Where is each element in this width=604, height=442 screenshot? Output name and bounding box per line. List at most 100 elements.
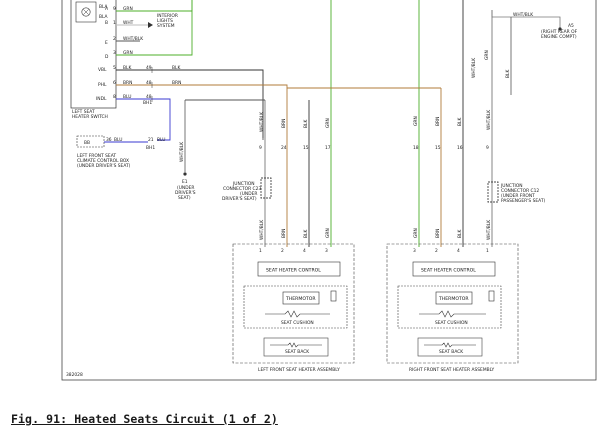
left-column-labels: WHT/BLK BRN BLK GRN 9 24 15 17 WHT/BLK B… <box>259 112 331 254</box>
splice-label-brn: BRN <box>172 80 181 86</box>
right-col-label-4: WHT/BLK <box>486 110 492 130</box>
climate-box-title-1: LEFT FRONT SEAT <box>77 153 116 159</box>
right-bottom-pin-1: 3 <box>413 248 416 254</box>
left-assembly-outline <box>232 243 355 364</box>
jc-left-line-2: CONNECTOR C23 <box>223 186 261 192</box>
left-junction-label: JUNCTION CONNECTOR C23 (UNDER DRIVER'S S… <box>222 181 261 202</box>
right-col-label-1: GRN <box>413 116 419 126</box>
switch-pin-label-phl: PHL <box>98 82 107 88</box>
left-ground-line-3: SEAT) <box>178 195 191 201</box>
connector-tag-blk: 49 <box>146 65 152 71</box>
right-thermo-box <box>435 291 473 305</box>
right-top-wire <box>491 10 561 28</box>
right-thermo-element <box>488 290 495 302</box>
interior-lights-label: INTERIOR LIGHTS SYSTEM <box>157 13 178 29</box>
left-col-label-2: BRN <box>281 119 287 128</box>
right-top-wire-label: WHT/BLK <box>513 12 533 18</box>
left-columns <box>185 0 332 247</box>
left-col-label-1: WHT/BLK <box>259 112 265 132</box>
right-lower-label-1: GRN <box>413 228 419 238</box>
switch-pin-color-6: BRN <box>123 80 132 86</box>
right-junction-box <box>487 181 499 203</box>
right-cushion-box <box>397 285 502 329</box>
right-top-ground-line-1: (RIGHT REAR OF <box>541 29 578 35</box>
left-ground-line-1: (UNDER <box>177 185 194 191</box>
jc-right-line-2: CONNECTOR C12 <box>501 188 539 194</box>
right-back-label: SEAT BACK <box>439 349 463 355</box>
climate-box-color: BLU <box>114 137 122 143</box>
left-thermo-box <box>282 291 320 305</box>
left-assembly-title: LEFT FRONT SEAT HEATER ASSEMBLY <box>258 367 340 373</box>
left-junction-box <box>260 177 272 199</box>
figure-caption: Fig. 91: Heated Seats Circuit (1 of 2) <box>11 412 278 426</box>
right-top-ground: WHT/BLK A5 (RIGHT REAR OF ENGINE COMPT) … <box>471 10 578 95</box>
switch-wires <box>116 0 288 141</box>
left-mid-pin-1: 9 <box>259 145 262 151</box>
switch-pin-color-3: GRN <box>123 50 133 56</box>
switch-pin-num-3: 3 <box>113 50 116 56</box>
climate-box-color2: BLU <box>157 137 165 143</box>
switch-pin-label-vbl: VBL <box>98 67 107 73</box>
jc-left-line-3: (UNDER <box>240 191 257 197</box>
left-ground-symbol <box>183 172 187 176</box>
switch-pin-num-8: 8 <box>113 94 116 100</box>
switch-lamp-cross <box>82 8 90 16</box>
wire-grn-mid <box>116 40 193 56</box>
left-back-label: SEAT BACK <box>285 349 309 355</box>
right-assembly-outline <box>386 243 519 364</box>
bh-tag: BH1 <box>143 100 152 106</box>
left-col-label-4: GRN <box>325 118 331 128</box>
switch-pin-color-b: WHT <box>123 20 134 26</box>
left-back-box <box>263 337 329 357</box>
left-cushion-label: SEAT CUSHION <box>281 320 314 326</box>
switch-pin-color-a: GRN <box>123 6 133 12</box>
jc-right-line-3: (UNDER FRONT <box>501 193 535 199</box>
jc-right-line-1: JUNCTION <box>500 183 523 189</box>
right-top-ground-line-2: ENGINE COMPT) <box>541 34 577 40</box>
right-vert-label-1: WHT/BLK <box>471 58 477 78</box>
switch-pin-label-indl: INDL <box>96 96 107 102</box>
left-back-element <box>270 342 322 348</box>
connector-tag-blu: 48 <box>146 94 152 100</box>
right-col-label-3: BLK <box>457 118 463 126</box>
switch-pin-rows: A 9 GRN B 1 WHT E D 2 WHT/BLK 3 GRN VBL … <box>96 6 143 102</box>
right-control-box <box>412 261 496 277</box>
switch-connector-tags: 49 BLK 48 BRN 48 BH1 <box>143 65 181 106</box>
right-lower-label-4: WHT/BLK <box>486 220 492 240</box>
right-assembly-title: RIGHT FRONT SEAT HEATER ASSEMBLY <box>409 367 494 373</box>
left-thermo-label: THERMOTOR <box>285 296 316 302</box>
switch-pin-color-5: BLK <box>123 65 131 71</box>
right-heater-element <box>419 310 486 318</box>
right-control-label: SEAT HEATER CONTROL <box>421 268 476 274</box>
splice-label-blk: BLK <box>172 65 180 71</box>
right-bottom-pin-4: 1 <box>486 248 489 254</box>
right-mid-pin-3: 16 <box>457 145 463 151</box>
connector-tag-brn: 48 <box>146 80 152 86</box>
right-top-ground-code: A5 <box>568 23 574 29</box>
jc-right-line-4: PASSENGER'S SEAT) <box>501 198 546 204</box>
left-bottom-pin-3: 4 <box>303 248 306 254</box>
wire-brn-switch <box>116 84 288 138</box>
left-seat-heater-switch: BLA BLA LEFT SEAT HEATER SWITCH <box>70 0 117 120</box>
right-back-box <box>417 337 483 357</box>
right-bottom-pin-2: 2 <box>435 248 438 254</box>
switch-pin-b-tag: BLA <box>99 14 108 20</box>
switch-indicator-box <box>75 1 97 23</box>
climate-box-title-2: CLIMATE CONTROL BOX <box>77 158 129 164</box>
climate-box-tag: BH1 <box>146 145 155 151</box>
left-top-links <box>185 99 265 140</box>
climate-box-body <box>76 135 105 148</box>
left-thermo-element <box>330 290 337 302</box>
left-ground: WHT/BLK E1 (UNDER DRIVER'S SEAT) <box>175 100 196 201</box>
right-lower-label-2: BRN <box>435 229 441 238</box>
left-col-label-3: BLK <box>303 120 309 128</box>
left-mid-pin-4: 17 <box>325 145 331 151</box>
interior-lights-line-3: SYSTEM <box>157 23 175 29</box>
switch-pin-num-b: 1 <box>113 20 116 26</box>
right-column-labels: GRN BRN BLK WHT/BLK 18 15 16 9 GRN BRN B… <box>413 110 492 254</box>
switch-pin-num-5: 5 <box>113 65 116 71</box>
switch-pin-num-a: 9 <box>113 6 116 12</box>
arrow-interior-lights <box>148 22 153 28</box>
left-bottom-pin-4: 3 <box>325 248 328 254</box>
